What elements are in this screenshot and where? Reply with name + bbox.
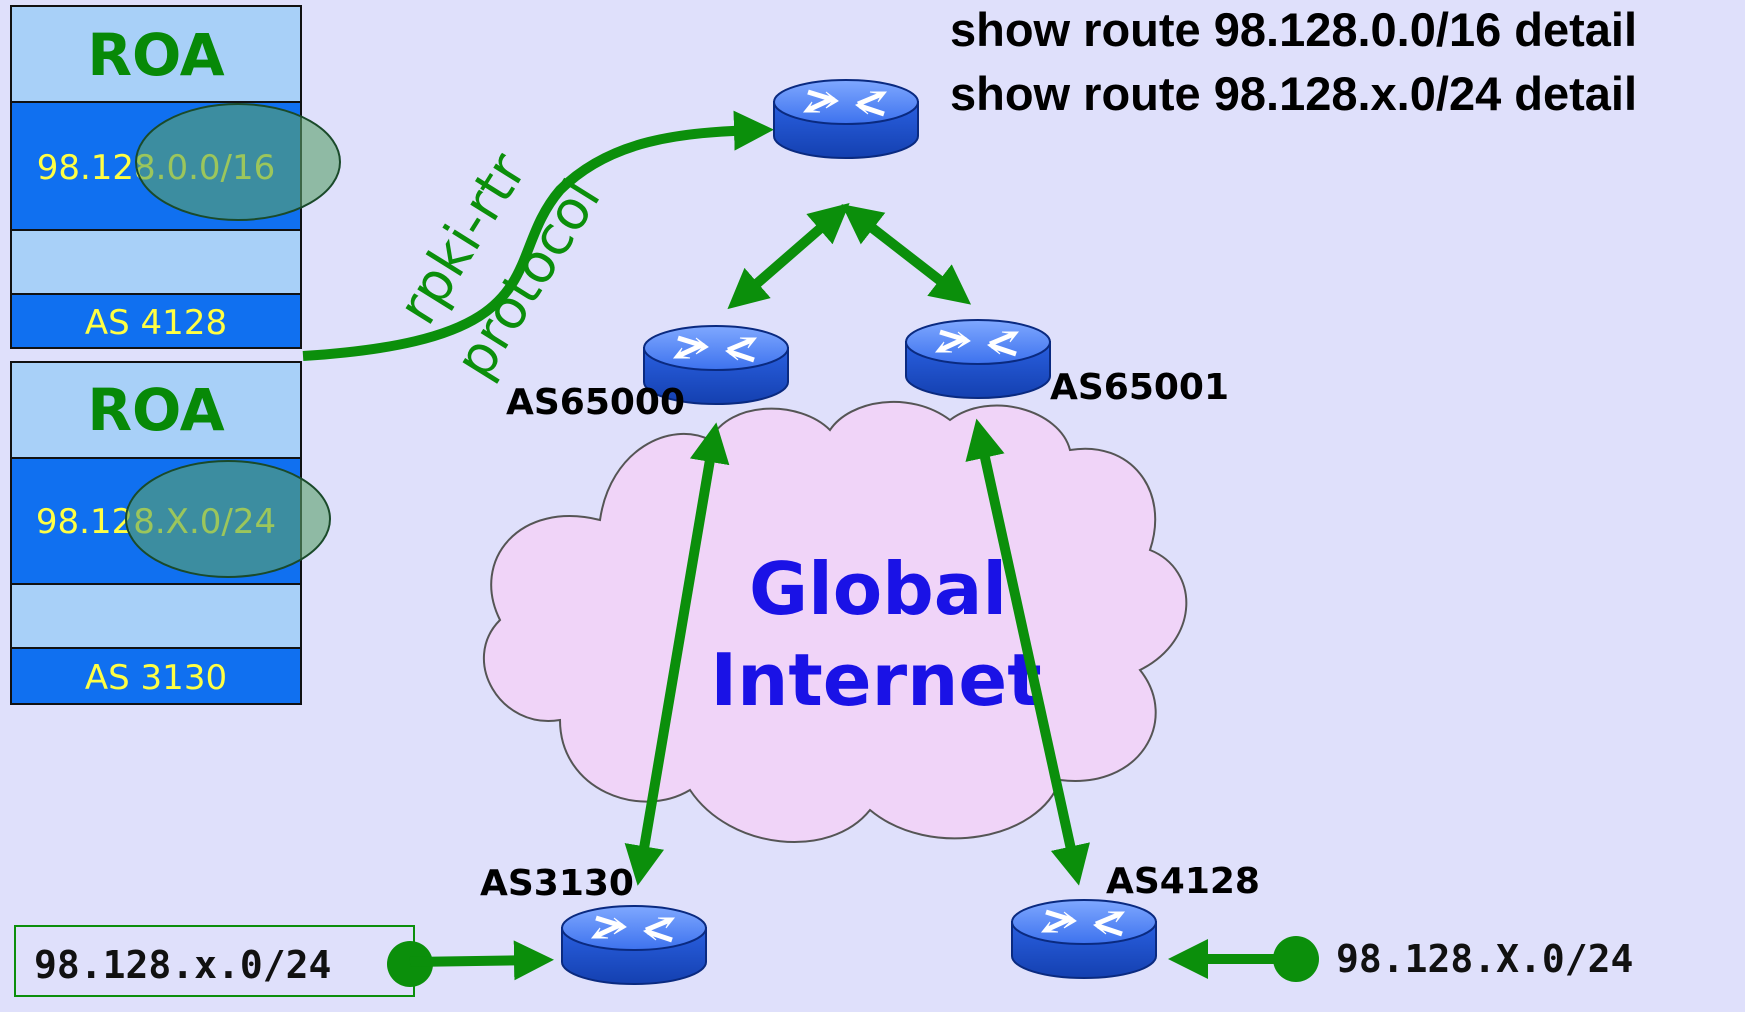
- as65001-label: AS65001: [1050, 367, 1229, 408]
- link-top-to-as65001: [841, 204, 972, 305]
- as3130-label: AS3130: [480, 863, 634, 904]
- command-line-1: show route 98.128.0.0/16 detail: [950, 3, 1637, 56]
- link-as65000-to-as3130: [624, 422, 730, 886]
- link-as65001-to-as4128: [965, 418, 1090, 886]
- roa-box-1: ROA 98.128.0.0/16 AS 4128: [10, 5, 341, 349]
- router-validator: [774, 80, 918, 158]
- left-announcement: 98.128.x.0/24: [14, 925, 554, 997]
- router-as65001: [906, 320, 1050, 398]
- as65000-label: AS65000: [506, 382, 685, 423]
- router-as4128: [1012, 900, 1156, 978]
- roa-2-highlight-ellipse: [125, 460, 331, 578]
- cloud-label-line2: Internet: [710, 638, 1041, 722]
- right-announcement: 98.128.X.0/24: [1167, 936, 1633, 982]
- global-internet-cloud: Global Internet: [482, 400, 1188, 844]
- router-as3130: [562, 906, 706, 984]
- roa-2-asn: AS 3130: [85, 658, 227, 698]
- rpki-rtr-arrow: [302, 110, 774, 361]
- roa-2-title: ROA: [87, 376, 224, 444]
- right-announcement-prefix: 98.128.X.0/24: [1336, 937, 1633, 981]
- roa-box-2: ROA 98.128.X.0/24 AS 3130: [10, 361, 331, 705]
- roa-1-title: ROA: [87, 21, 224, 89]
- command-line-2: show route 98.128.x.0/24 detail: [950, 67, 1637, 120]
- roa-1-asn: AS 4128: [85, 303, 227, 343]
- cloud-label-line1: Global: [749, 547, 1007, 631]
- left-announcement-prefix: 98.128.x.0/24: [34, 943, 331, 987]
- roa-1-highlight-ellipse: [135, 103, 341, 221]
- link-top-to-as65000: [727, 202, 850, 310]
- as4128-label: AS4128: [1106, 861, 1260, 902]
